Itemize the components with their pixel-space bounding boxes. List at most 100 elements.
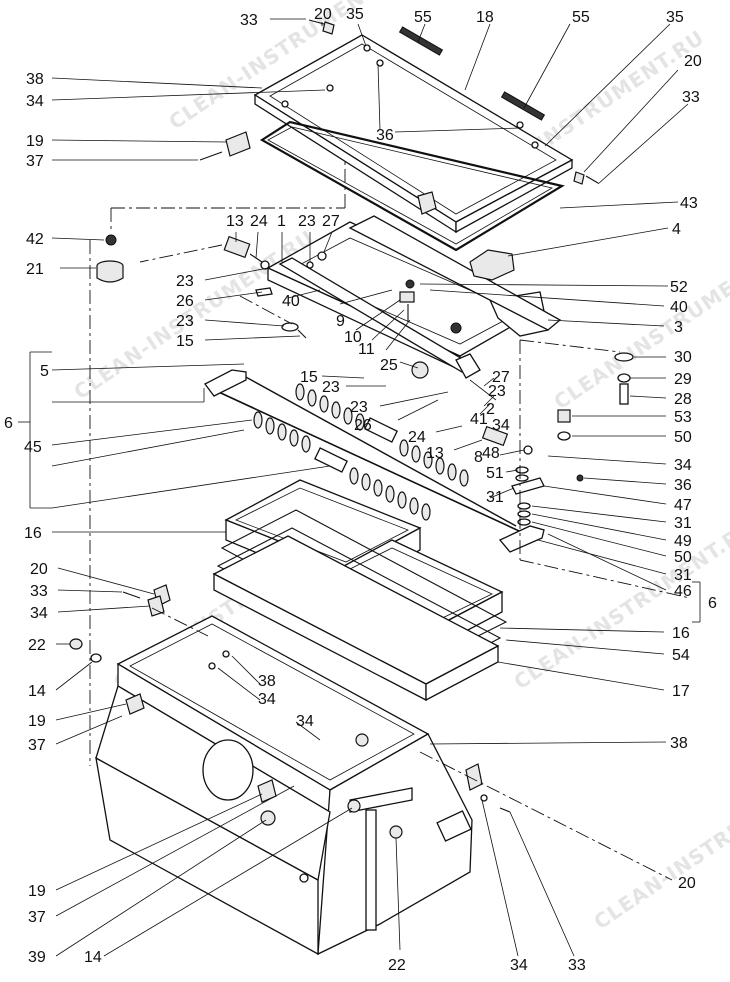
callout-label: 24 [408, 429, 426, 446]
callout-label: 27 [322, 213, 340, 230]
callout-label: 37 [28, 737, 46, 754]
roller-lower [253, 411, 431, 521]
callout-label: 41 [470, 411, 488, 428]
callout-label: 37 [26, 153, 44, 170]
callout-label: 13 [426, 445, 444, 462]
callout-label: 16 [672, 625, 690, 642]
nut-42 [105, 234, 117, 246]
callout-label: 38 [26, 71, 44, 88]
callout-label: 20 [314, 6, 332, 23]
housing-body [89, 240, 483, 956]
callout-label: 24 [250, 213, 268, 230]
lid-gasket [259, 120, 565, 252]
callout-label: 15 [176, 333, 194, 350]
lid-latch [417, 191, 437, 215]
motor-4 [469, 249, 515, 281]
side-plate-46 [498, 525, 545, 553]
callout-label: 11 [358, 341, 375, 358]
callout-label: 33 [568, 957, 586, 974]
callout-label: 37 [28, 909, 46, 926]
callout-label: 10 [344, 329, 362, 346]
callout-label: 34 [510, 957, 528, 974]
callout-label: 38 [670, 735, 688, 752]
callout-label: 51 [486, 465, 504, 482]
housing-port [202, 739, 254, 801]
callout-label: 5 [40, 363, 49, 380]
callout-label: 33 [682, 89, 700, 106]
callout-label: 40 [670, 299, 688, 316]
callout-label: 4 [672, 221, 681, 238]
callout-label: 21 [26, 261, 44, 278]
callout-label: 45 [24, 439, 42, 456]
callout-label: 8 [474, 449, 483, 466]
callout-label: 47 [674, 497, 692, 514]
callout-label: 52 [670, 279, 688, 296]
lid-strip-55-left [398, 26, 444, 56]
callout-label: 33 [30, 583, 48, 600]
callout-label: 23 [176, 273, 194, 290]
callout-label: 34 [258, 691, 276, 708]
callout-label: 33 [240, 12, 258, 29]
callout-label: 17 [672, 683, 690, 700]
brush-roller-assembly [204, 369, 545, 553]
callout-label: 39 [28, 949, 46, 966]
callout-label: 50 [674, 549, 692, 566]
callout-label: 23 [298, 213, 316, 230]
callout-label: 20 [678, 875, 696, 892]
callout-label: 34 [26, 93, 44, 110]
side-plate-5 [204, 369, 247, 397]
callout-label: 23 [350, 399, 368, 416]
watermark-text: CLEAN-INSTRUMENT.RU [509, 515, 730, 694]
callout-label: 13 [226, 213, 244, 230]
callout-label: 36 [674, 477, 692, 494]
callout-label: 54 [672, 647, 690, 664]
right-hardware-column [481, 339, 691, 599]
hinge-top [225, 131, 251, 157]
callout-label: 6 [708, 595, 717, 612]
callout-label: 25 [380, 357, 398, 374]
callout-label: 31 [674, 515, 692, 532]
callout-label: 20 [30, 561, 48, 578]
callout-label: 22 [28, 637, 46, 654]
callout-label: 29 [674, 371, 692, 388]
callout-label: 19 [26, 133, 44, 150]
callout-label: 34 [30, 605, 48, 622]
callout-label: 18 [476, 9, 494, 26]
callout-label: 26 [354, 417, 372, 434]
callout-label: 6 [4, 415, 13, 432]
callout-label: 34 [674, 457, 692, 474]
callout-label: 15 [300, 369, 318, 386]
callout-label: 14 [84, 949, 102, 966]
callout-label: 43 [680, 195, 698, 212]
callout-label: 3 [674, 319, 683, 336]
callout-label: 46 [674, 583, 692, 600]
bearing-13 [223, 235, 251, 259]
callout-label: 38 [258, 673, 276, 690]
callout-label: 1 [277, 213, 286, 230]
callout-label: 50 [674, 429, 692, 446]
callout-label: 42 [26, 231, 44, 248]
callout-label: 48 [482, 445, 500, 462]
callout-label: 55 [572, 9, 590, 26]
watermark-text: CLEAN-INSTRUMENT.RU [69, 225, 318, 404]
callout-label: 23 [176, 313, 194, 330]
leader-lines [18, 18, 701, 957]
lid-assembly [253, 26, 574, 234]
callout-label: 36 [376, 127, 394, 144]
callout-labels: 33 20 35 55 18 55 35 20 33 38 34 36 19 3… [4, 6, 717, 974]
callout-label: 2 [486, 401, 495, 418]
callout-label: 31 [674, 567, 692, 584]
callout-label: 40 [282, 293, 300, 310]
roller-upper [295, 383, 469, 487]
hopper-frame [266, 215, 562, 379]
callout-label: 19 [28, 713, 46, 730]
callout-label: 14 [28, 683, 46, 700]
callout-label: 16 [24, 525, 42, 542]
callout-label: 23 [322, 379, 340, 396]
callout-label: 19 [28, 883, 46, 900]
callout-label: 35 [666, 9, 684, 26]
callout-label: 49 [674, 533, 692, 550]
callout-label: 31 [486, 489, 504, 506]
filter-stack [212, 479, 508, 702]
